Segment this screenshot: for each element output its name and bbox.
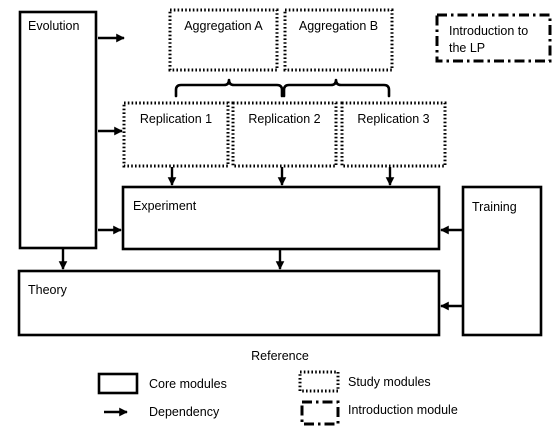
replication-2-label: Replication 2	[248, 112, 320, 126]
introduction-label-line2: the LP	[449, 41, 485, 55]
legend-core-swatch	[97, 372, 139, 395]
replication-2-module: Replication 2	[231, 101, 338, 168]
replication-1-module: Replication 1	[122, 101, 230, 168]
replication-1-label: Replication 1	[140, 112, 212, 126]
legend-introduction-label: Introduction module	[348, 403, 458, 417]
experiment-label: Experiment	[133, 199, 197, 213]
aggregation-a-brace	[174, 78, 284, 98]
aggregation-b-label: Aggregation B	[299, 19, 378, 33]
legend-study-label: Study modules	[348, 375, 431, 389]
legend: Reference Core modules Study modules Dep…	[97, 349, 458, 426]
introduction-label-line1: Introduction to	[449, 24, 528, 38]
aggregation-b-brace	[282, 78, 391, 98]
theory-module: Theory	[17, 269, 441, 337]
theory-label: Theory	[28, 283, 68, 297]
introduction-module: Introduction to the LP	[435, 13, 552, 63]
legend-study-swatch	[298, 370, 340, 393]
legend-title: Reference	[251, 349, 309, 363]
legend-dependency-label: Dependency	[149, 405, 220, 419]
aggregation-a-label: Aggregation A	[184, 19, 263, 33]
experiment-module: Experiment	[121, 185, 441, 251]
legend-introduction-swatch	[300, 400, 340, 426]
training-label: Training	[472, 200, 517, 214]
training-module: Training	[461, 185, 543, 337]
legend-core-label: Core modules	[149, 377, 227, 391]
evolution-module: Evolution	[18, 10, 98, 250]
replication-3-module: Replication 3	[340, 101, 447, 168]
replication-3-label: Replication 3	[357, 112, 429, 126]
aggregation-b-module: Aggregation B	[283, 8, 394, 72]
evolution-label: Evolution	[28, 19, 79, 33]
aggregation-a-module: Aggregation A	[168, 8, 279, 72]
